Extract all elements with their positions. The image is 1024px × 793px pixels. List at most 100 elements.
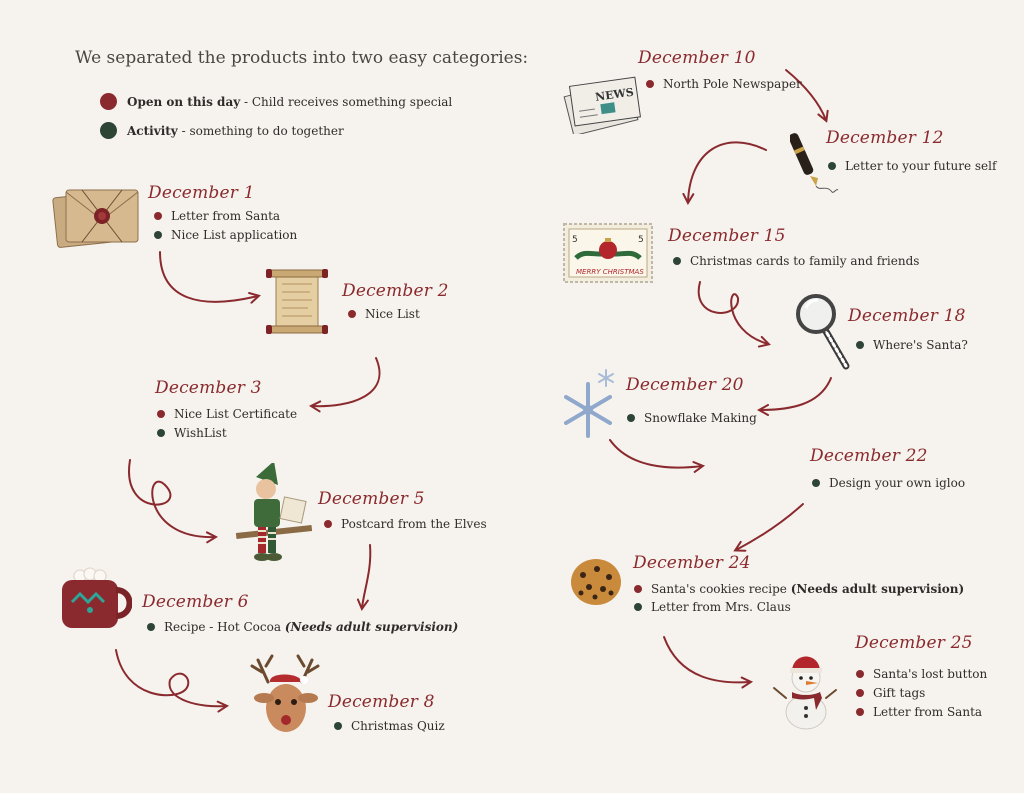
item-label: Nice List application	[171, 228, 298, 242]
list-item: Snowflake Making	[627, 411, 757, 425]
day-title-24: December 24	[633, 553, 751, 573]
legend-activity-desc: - something to do together	[177, 123, 344, 138]
legend-green-dot	[100, 122, 117, 139]
legend-open-label: Open on this day	[127, 94, 241, 109]
activity-dot	[812, 479, 820, 487]
legend-activity: Activity - something to do together	[100, 122, 344, 139]
arrow-d24-d25	[663, 636, 750, 682]
list-item: Nice List Certificate	[157, 407, 297, 421]
item-label: Where's Santa?	[873, 338, 968, 352]
open-dot	[856, 670, 864, 678]
open-dot	[324, 520, 332, 528]
open-dot	[856, 689, 864, 697]
list-item: Postcard from the Elves	[324, 517, 487, 531]
arrow-d2-d3	[312, 357, 381, 406]
scroll-icon	[266, 269, 328, 334]
day-title-18: December 18	[848, 306, 966, 326]
day-title-12: December 12	[826, 128, 944, 148]
activity-dot	[828, 162, 836, 170]
newspaper-headline: NEWS	[594, 86, 634, 104]
stamp-value-left: 5	[572, 235, 578, 245]
arrow-d10-d12	[785, 69, 826, 120]
list-item: Letter from Santa	[856, 705, 982, 719]
intro-text: We separated the products into two easy …	[75, 48, 529, 68]
item-label: Christmas Quiz	[351, 719, 445, 733]
list-item: Nice List	[348, 307, 420, 321]
envelope-icon	[52, 189, 139, 248]
legend-open: Open on this day - Child receives someth…	[100, 93, 452, 110]
item-label: Gift tags	[873, 686, 926, 700]
fountain-pen-icon	[790, 133, 839, 193]
activity-dot	[627, 414, 635, 422]
day-title-2: December 2	[342, 281, 449, 301]
item-label: Letter from Santa	[873, 705, 983, 719]
day-title-1: December 1	[148, 183, 255, 203]
arrow-d18-d20	[760, 377, 832, 410]
arrow-d3-d5	[128, 459, 215, 537]
magnifying-glass-icon	[796, 294, 850, 370]
open-dot	[348, 310, 356, 318]
list-item: Santa's lost button	[856, 667, 987, 681]
list-item: Letter to your future self	[828, 159, 996, 173]
day-title-20: December 20	[626, 375, 744, 395]
stamp-value-right: 5	[638, 235, 644, 245]
arrow-d15-d18	[697, 281, 768, 344]
elf-icon	[235, 463, 313, 561]
day-title-3: December 3	[155, 378, 262, 398]
item-label: North Pole Newspaper	[663, 77, 802, 91]
day-title-15: December 15	[668, 226, 786, 246]
day-title-22: December 22	[810, 446, 928, 466]
legend-red-dot	[100, 93, 117, 110]
item-label: Nice List	[365, 307, 420, 321]
arrow-d22-d24	[736, 503, 804, 550]
list-item: Gift tags	[856, 686, 925, 700]
list-item: Christmas cards to family and friends	[673, 254, 919, 268]
open-dot	[157, 410, 165, 418]
day-title-10: December 10	[638, 48, 756, 68]
arrow-d12-d15	[688, 141, 767, 202]
item-label: Letter to your future self	[845, 159, 997, 173]
open-dot	[856, 708, 864, 716]
christmas-stamp-icon: 5 5 MERRY CHRISTMAS	[563, 223, 653, 283]
item-label: Design your own igloo	[829, 476, 966, 490]
activity-dot	[673, 257, 681, 265]
newspaper-icon: NEWS	[563, 76, 641, 134]
arrow-d20-d22	[609, 439, 702, 468]
open-dot	[154, 212, 162, 220]
arrow-d5-d6	[362, 544, 372, 608]
item-label: Nice List Certificate	[174, 407, 298, 421]
legend-open-desc: - Child receives something special	[240, 94, 453, 109]
list-item: Where's Santa?	[856, 338, 968, 352]
activity-dot	[634, 603, 642, 611]
list-item: Letter from Mrs. Claus	[634, 600, 791, 614]
supervision-note: (Needs adult supervision)	[284, 620, 459, 634]
stamp-caption: MERRY CHRISTMAS	[576, 268, 644, 276]
item-label: Letter from Mrs. Claus	[651, 600, 791, 614]
activity-dot	[157, 429, 165, 437]
open-dot	[634, 585, 642, 593]
cocoa-mug-icon	[62, 567, 132, 628]
snowman-icon	[773, 656, 837, 730]
item-label: Recipe - Hot Cocoa	[164, 620, 285, 634]
day-title-6: December 6	[142, 592, 249, 612]
legend-activity-label: Activity	[127, 123, 178, 138]
arrow-d1-d2	[159, 251, 258, 302]
item-label: Santa's cookies recipe	[651, 582, 791, 596]
list-item: Recipe - Hot Cocoa (Needs adult supervis…	[147, 620, 458, 634]
day-title-25: December 25	[855, 633, 973, 653]
item-label: Postcard from the Elves	[341, 517, 487, 531]
item-label: WishList	[174, 426, 227, 440]
list-item: WishList	[157, 426, 227, 440]
day-title-5: December 5	[318, 489, 425, 509]
supervision-note: (Needs adult supervision)	[790, 582, 965, 596]
item-label: Letter from Santa	[171, 209, 281, 223]
snowflake-icon	[564, 369, 614, 438]
list-item: North Pole Newspaper	[646, 77, 802, 91]
list-item: Nice List application	[154, 228, 297, 242]
reindeer-icon	[250, 654, 320, 732]
open-dot	[646, 80, 654, 88]
activity-dot	[154, 231, 162, 239]
arrow-d6-d8	[115, 649, 226, 706]
item-label: Santa's lost button	[873, 667, 988, 681]
item-label: Christmas cards to family and friends	[690, 254, 920, 268]
